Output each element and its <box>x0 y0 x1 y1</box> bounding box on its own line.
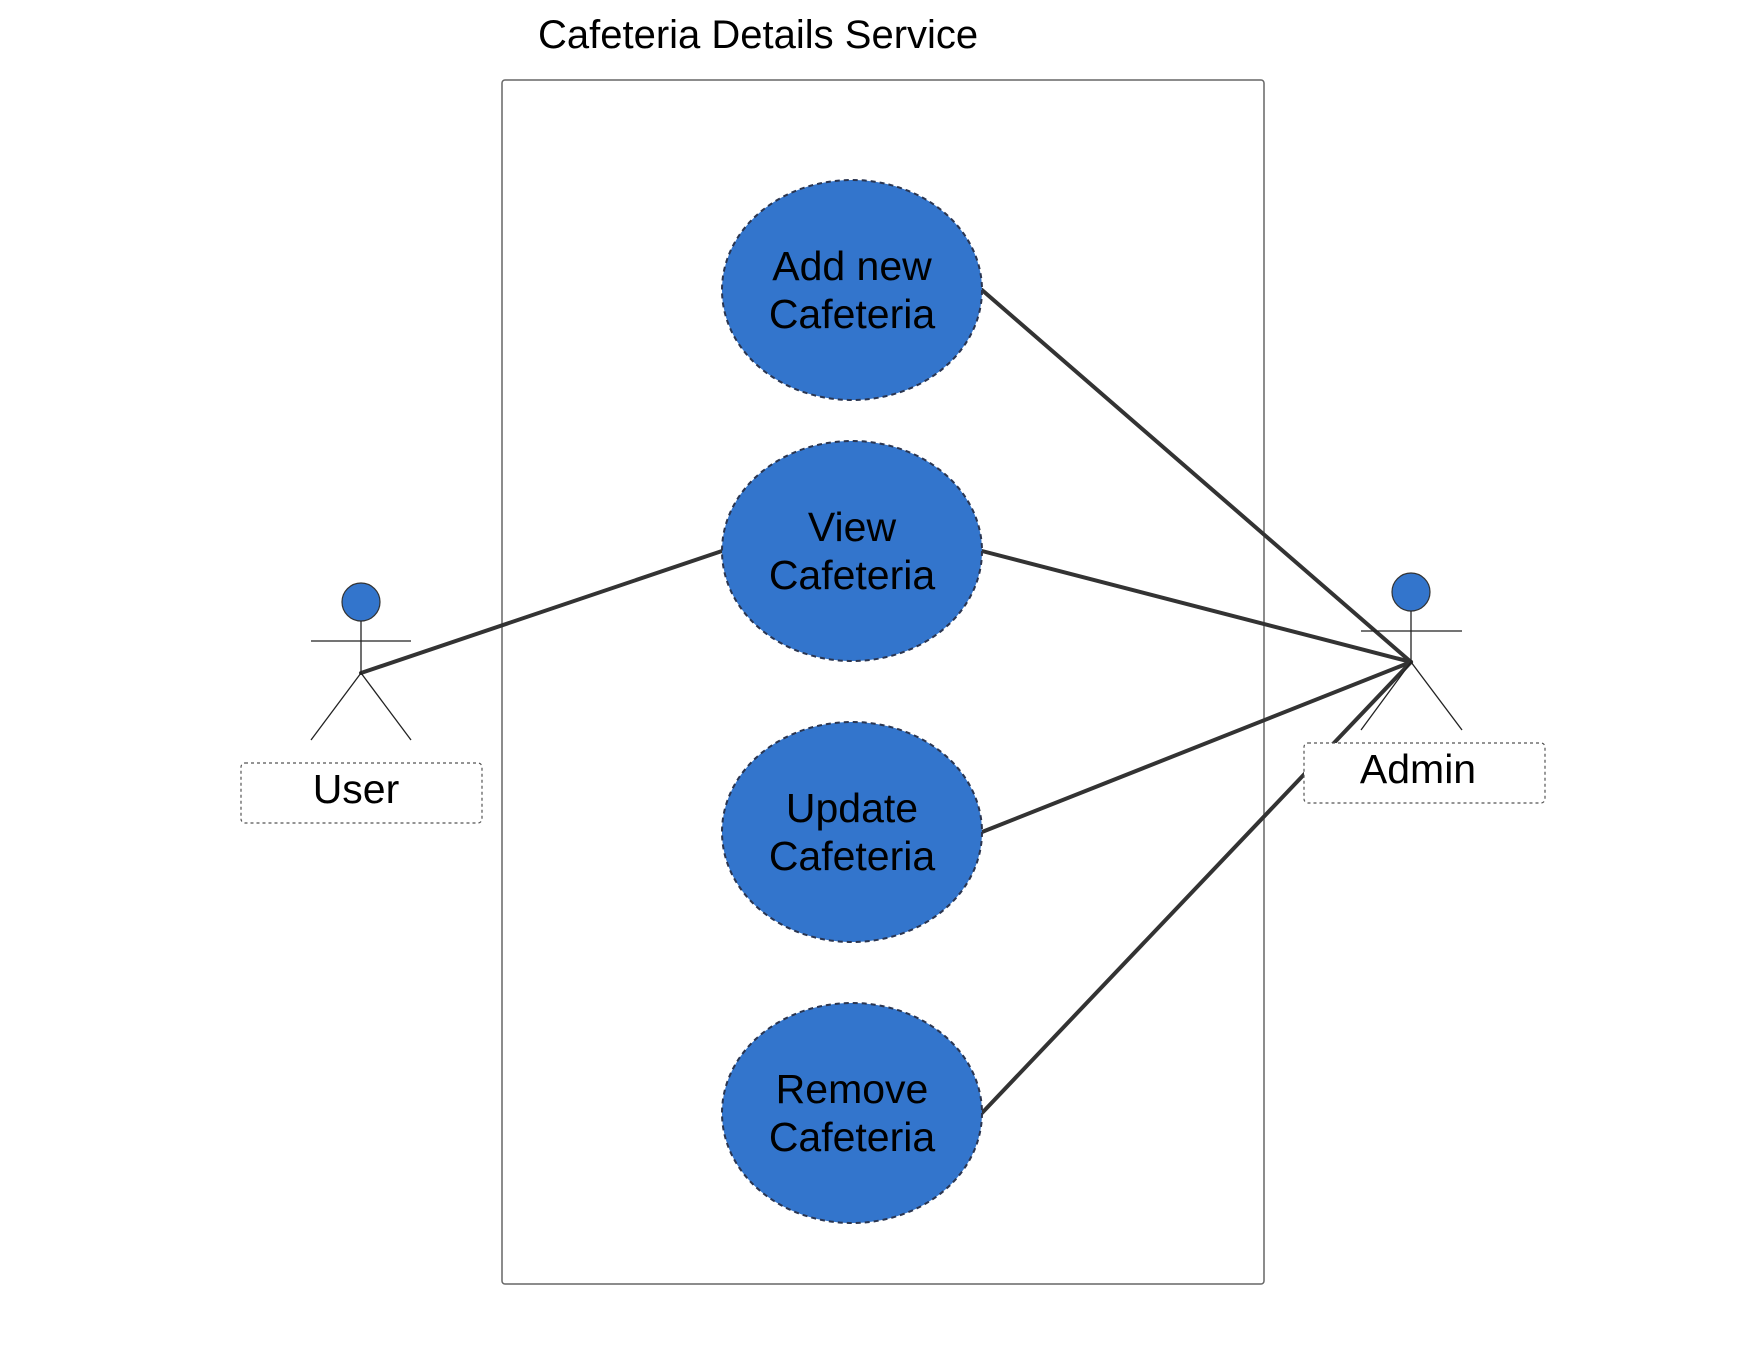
admin-label-box <box>1303 742 1546 804</box>
use-case-remove-label-line2: Cafeteria <box>769 1114 936 1160</box>
use-case-add-shape <box>721 179 983 401</box>
associations <box>359 288 1413 1115</box>
actor-user[interactable]: User <box>240 582 483 824</box>
use-case-add-label-line2: Cafeteria <box>769 291 936 337</box>
system-boundary <box>501 79 1265 1285</box>
admin-label: Admin <box>1360 746 1476 792</box>
actor-admin[interactable]: Admin <box>1303 572 1546 804</box>
use-case-view-shape <box>721 440 983 662</box>
use-case-remove-shape <box>721 1002 983 1224</box>
user-head-icon <box>341 582 381 622</box>
user-right-leg <box>360 672 412 741</box>
association-admin-remove <box>980 660 1413 1115</box>
user-label: User <box>313 766 400 812</box>
admin-head-icon <box>1391 572 1431 612</box>
use-case-remove-label-line1: Remove <box>776 1066 929 1112</box>
association-admin-update <box>980 660 1413 834</box>
use-case-view-label-line1: View <box>808 504 897 550</box>
use-case-update-label-line1: Update <box>786 785 918 831</box>
admin-left-leg <box>1360 661 1412 731</box>
user-left-leg <box>310 672 362 741</box>
association-admin-view <box>980 549 1413 664</box>
use-case-add-label-line1: Add new <box>772 243 932 289</box>
diagram-title: Cafeteria Details Service <box>538 13 978 57</box>
use-cases: Add newCafeteriaViewCafeteriaUpdateCafet… <box>721 179 983 1224</box>
use-case-update-label-line2: Cafeteria <box>769 833 936 879</box>
use-case-view-label-line2: Cafeteria <box>769 552 936 598</box>
user-label-box <box>240 762 483 824</box>
association-user-view <box>359 549 724 675</box>
association-admin-add <box>980 288 1413 664</box>
admin-right-leg <box>1410 661 1463 731</box>
use-case-update-shape <box>721 721 983 943</box>
